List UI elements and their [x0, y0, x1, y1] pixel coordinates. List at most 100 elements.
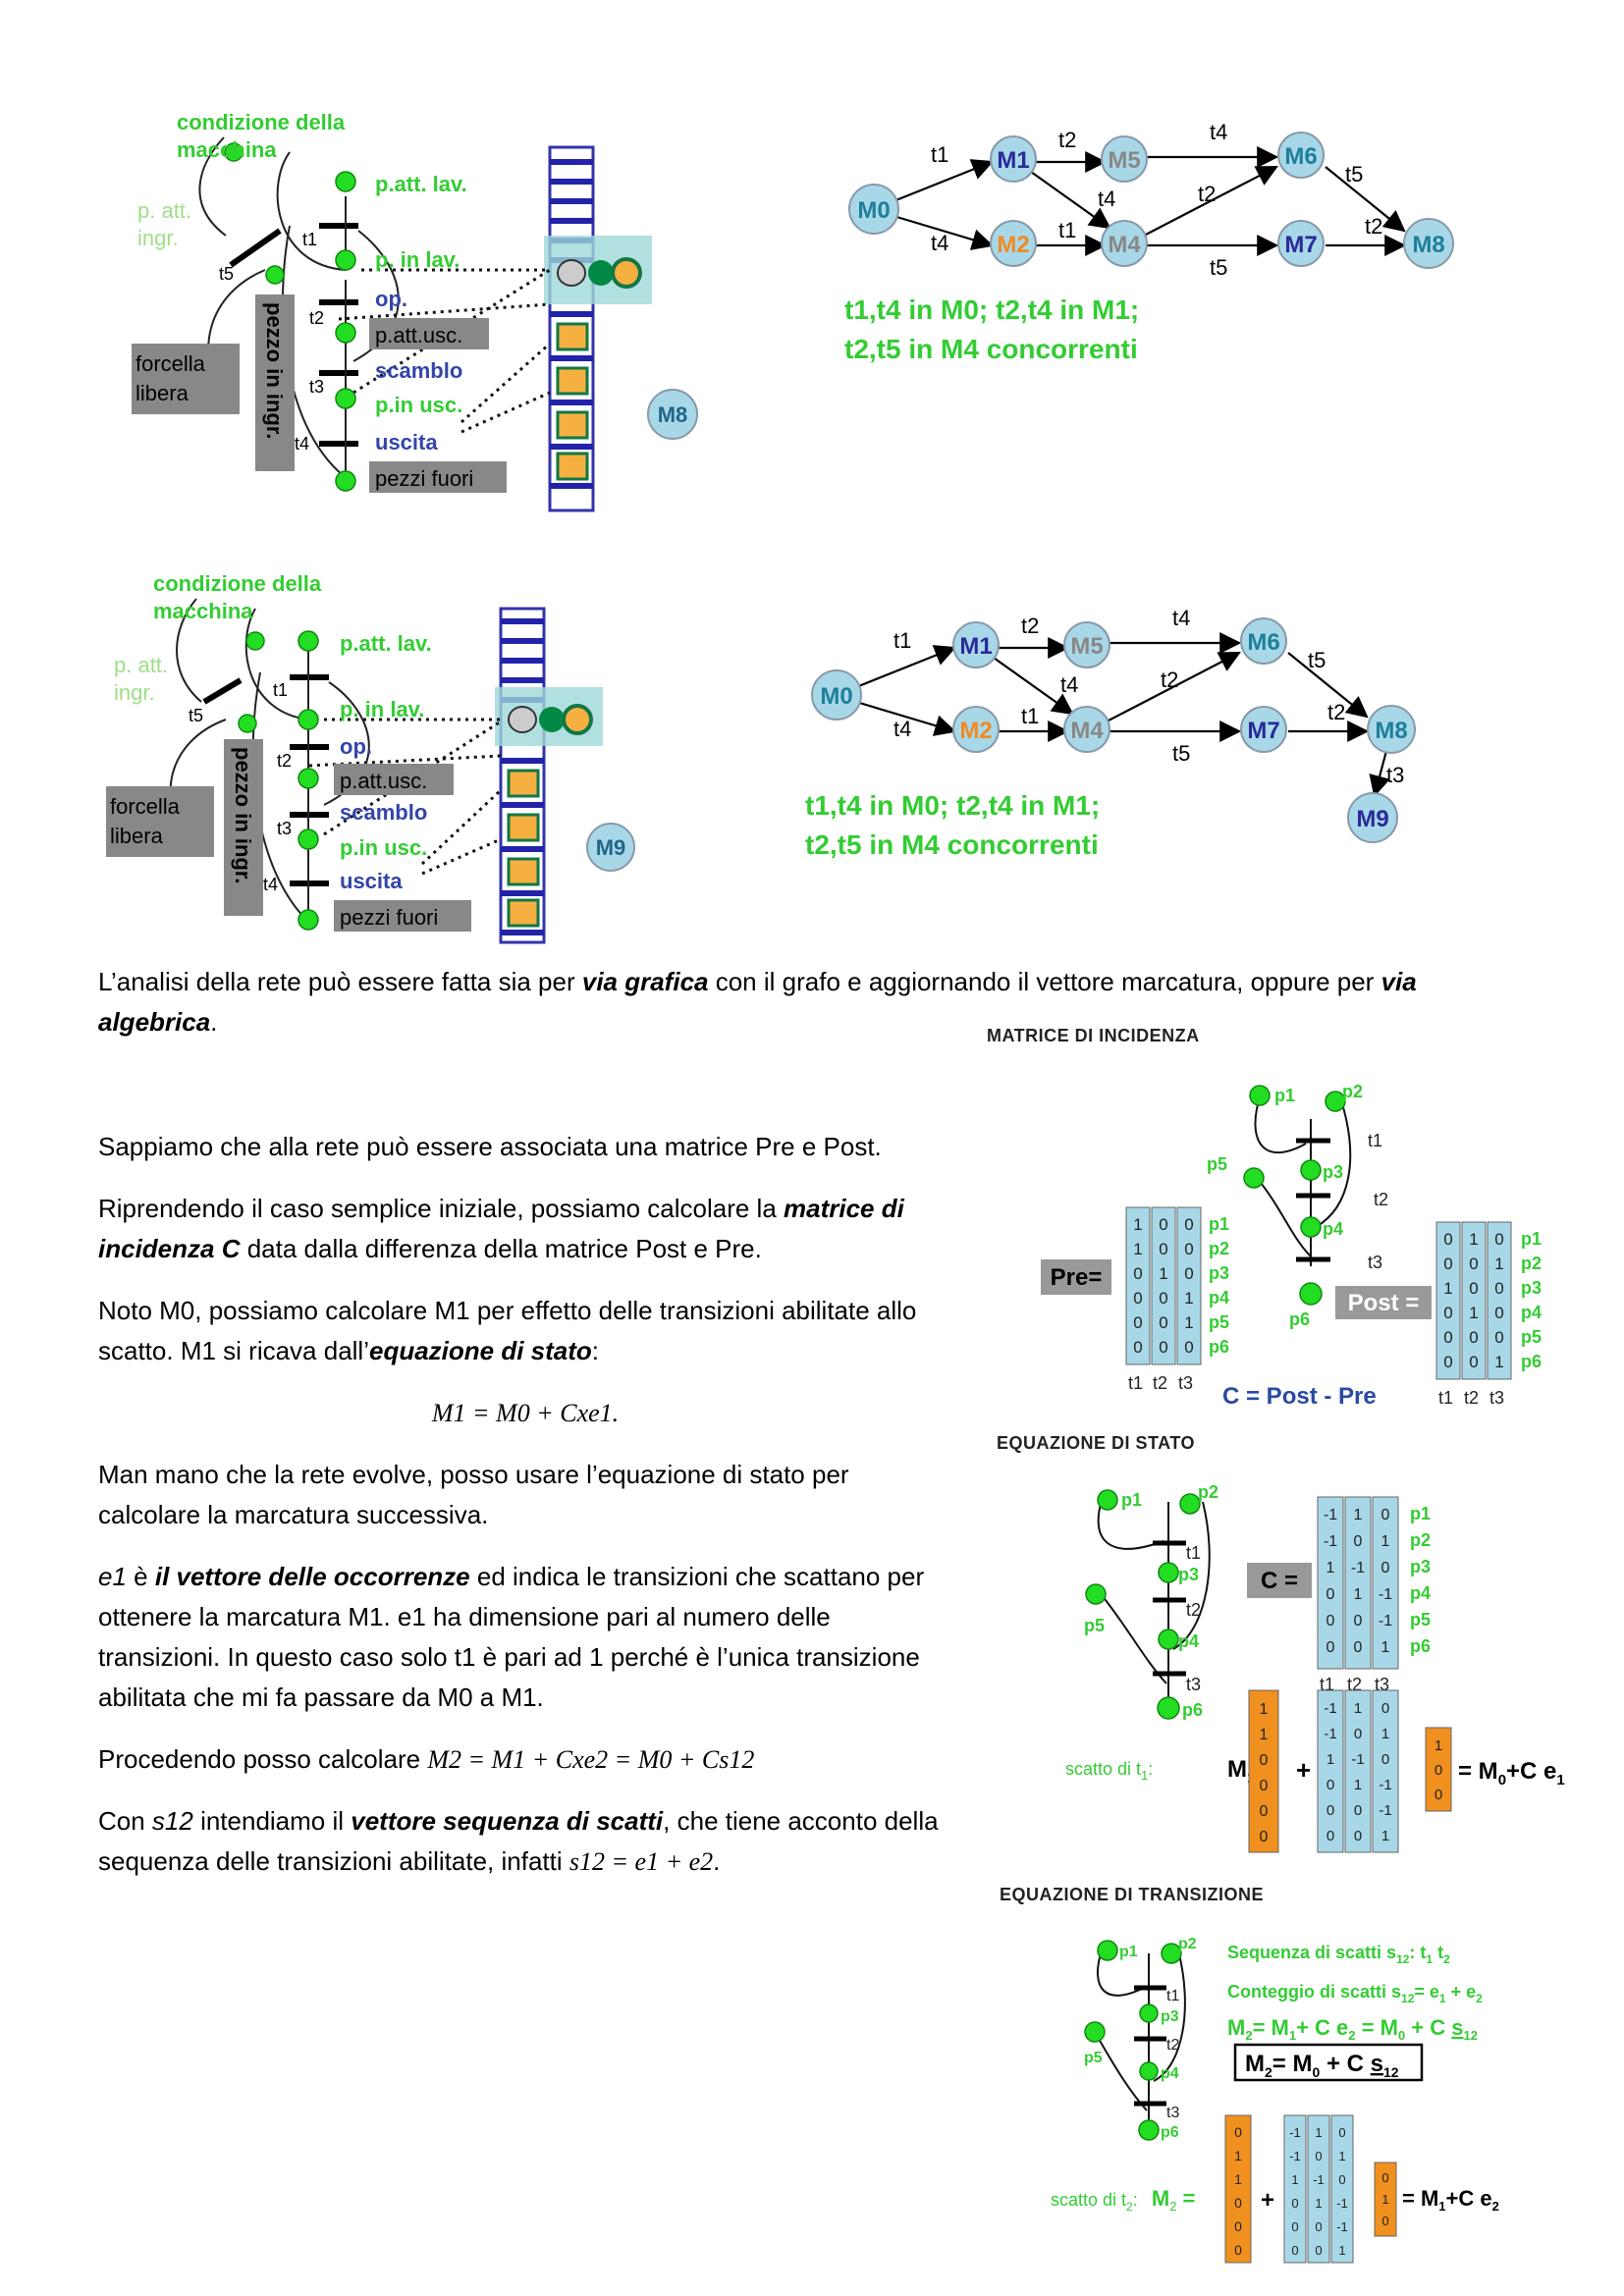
- row-label: p2: [1521, 1254, 1542, 1273]
- place-label: uscita: [375, 430, 438, 454]
- matrix-cell: 0: [1469, 1353, 1478, 1371]
- edge-label: t5: [1172, 741, 1190, 766]
- matrix-cell: 0: [1494, 1328, 1503, 1347]
- paragraph: Con s12 intendiamo il vettore sequenza d…: [98, 1806, 939, 1876]
- matrix-cell: -1: [1379, 1586, 1392, 1603]
- col-label: t3: [1375, 1675, 1389, 1694]
- col-label: t2: [1347, 1675, 1362, 1694]
- node-m6: M6: [1284, 143, 1317, 170]
- place-label: op.: [340, 734, 372, 759]
- row-label: p5: [1410, 1610, 1431, 1629]
- t5-label: t5: [219, 264, 234, 284]
- matrix-cell: -1: [1324, 1700, 1336, 1717]
- matrix-cell: 0: [1291, 2196, 1298, 2211]
- edge-label: t2: [1058, 128, 1076, 152]
- matrix-cell: 0: [1326, 1828, 1334, 1844]
- row-label: p6: [1521, 1352, 1542, 1371]
- place-label: p4: [1161, 2065, 1179, 2082]
- matrix-cell: -1: [1379, 1802, 1391, 1819]
- paragraph: Man mano che la rete evolve, posso usare…: [98, 1460, 849, 1529]
- place-label: p1: [1274, 1086, 1295, 1105]
- vector-cell: 1: [1234, 2171, 1242, 2187]
- node-m8: M8: [1412, 232, 1444, 258]
- vector-cell: 1: [1234, 2148, 1242, 2163]
- state-equation: M1 = M0 + Cxe1.: [431, 1399, 620, 1427]
- matrix-cell: 0: [1133, 1338, 1142, 1357]
- edge-label: t5: [1345, 162, 1363, 187]
- matrix-cell: 0: [1443, 1230, 1452, 1249]
- reachability-graph-2: M0 M1 M2 M5 M4 M6 M7 M8 M9 t1 t4 t2 t1 t…: [805, 606, 1416, 860]
- forcella-label: forcella: [110, 794, 181, 819]
- transition-equation-figure: p1 p2 p3 p4 p5 p6 t1 t2 t3 Sequenza di s…: [1051, 1936, 1499, 2264]
- matrix-cell: -1: [1351, 1751, 1364, 1768]
- post-label: Post =: [1348, 1290, 1420, 1316]
- row-label: p2: [1209, 1239, 1229, 1258]
- scatto-label: scatto di t1:: [1065, 1759, 1153, 1783]
- place-label: scamblo: [375, 358, 462, 383]
- p-att-ingr-label: ingr.: [114, 680, 155, 705]
- t1-label: t1: [302, 230, 317, 249]
- matrix-cell: 1: [1338, 2243, 1345, 2258]
- matrix-cell: 0: [1326, 1802, 1334, 1819]
- vector-cell: 0: [1260, 1778, 1269, 1794]
- vector-cell: 0: [1234, 2195, 1242, 2211]
- m2-equation: M2= M1+ C e2 = M0 + C s12: [1227, 2015, 1478, 2043]
- matrix-cell: 0: [1159, 1215, 1167, 1234]
- node-m1: M1: [997, 147, 1029, 174]
- matrix-cell: 0: [1469, 1255, 1478, 1273]
- row-label: p5: [1209, 1312, 1229, 1332]
- matrix-cell: 0: [1354, 1639, 1363, 1656]
- forcella-label: forcella: [135, 351, 206, 376]
- row-label: p4: [1521, 1303, 1542, 1322]
- place-label: p5: [1207, 1154, 1227, 1174]
- vector-cell: 0: [1435, 1762, 1442, 1779]
- place-label: p1: [1121, 1490, 1142, 1510]
- matrix-cell: 0: [1326, 1777, 1334, 1793]
- matrix-cell: 0: [1494, 1304, 1503, 1322]
- transition-label: t3: [1186, 1675, 1201, 1694]
- edge-label: t5: [1210, 255, 1227, 280]
- matrix-cell: 0: [1326, 1613, 1335, 1629]
- m2-box-equation: M2= M0 + C s12: [1245, 2051, 1399, 2080]
- cond-label: condizione della: [177, 110, 346, 134]
- vector-cell: 1: [1381, 2192, 1388, 2207]
- graph-caption: t2,t5 in M4 concorrenti: [805, 829, 1099, 860]
- state-label: M9: [596, 835, 626, 860]
- matrix-cell: 1: [1381, 1533, 1390, 1550]
- col-label: t3: [1489, 1388, 1504, 1408]
- matrix-cell: 0: [1354, 1726, 1362, 1742]
- place-label: p2: [1198, 1482, 1218, 1502]
- transition-label: t1: [1166, 1988, 1179, 2004]
- matrix-cell: 0: [1381, 1751, 1389, 1768]
- matrix-cell: 1: [1184, 1313, 1193, 1332]
- col-label: t1: [1320, 1675, 1334, 1694]
- matrix-cell: -1: [1351, 1560, 1365, 1576]
- edge-label: t4: [893, 717, 911, 741]
- scatto-label: scatto di t2: M2 =: [1051, 2186, 1195, 2214]
- petri-net-diagram-1: condizione della macchina p. att. ingr. …: [132, 110, 698, 512]
- matrix-cell: 1: [1354, 1777, 1362, 1793]
- t4-label: t4: [295, 434, 309, 454]
- matrix-cell: 0: [1159, 1289, 1167, 1308]
- matrix-cell: 0: [1133, 1313, 1142, 1332]
- e1-vector: 100: [1425, 1727, 1452, 1812]
- place-label: p6: [1161, 2124, 1179, 2141]
- matrix-cell: 1: [1469, 1304, 1478, 1322]
- place-label: p. in lav.: [340, 697, 424, 721]
- edge-label: t5: [1308, 648, 1326, 672]
- matrix-cell: 1: [1354, 1700, 1362, 1717]
- place-label: p.in usc.: [375, 393, 462, 417]
- matrix-cell: 0: [1494, 1230, 1503, 1249]
- matrix-cell: 0: [1159, 1313, 1167, 1332]
- graph-caption: t1,t4 in M0; t2,t4 in M1;: [844, 294, 1139, 325]
- col-label: t2: [1153, 1373, 1167, 1393]
- row-label: p4: [1410, 1583, 1431, 1603]
- vector-cell: 0: [1234, 2242, 1242, 2258]
- node-m4: M4: [1108, 232, 1141, 258]
- node-m7: M7: [1284, 232, 1317, 258]
- row-label: p3: [1209, 1263, 1229, 1283]
- place-label: p. in lav.: [375, 247, 460, 272]
